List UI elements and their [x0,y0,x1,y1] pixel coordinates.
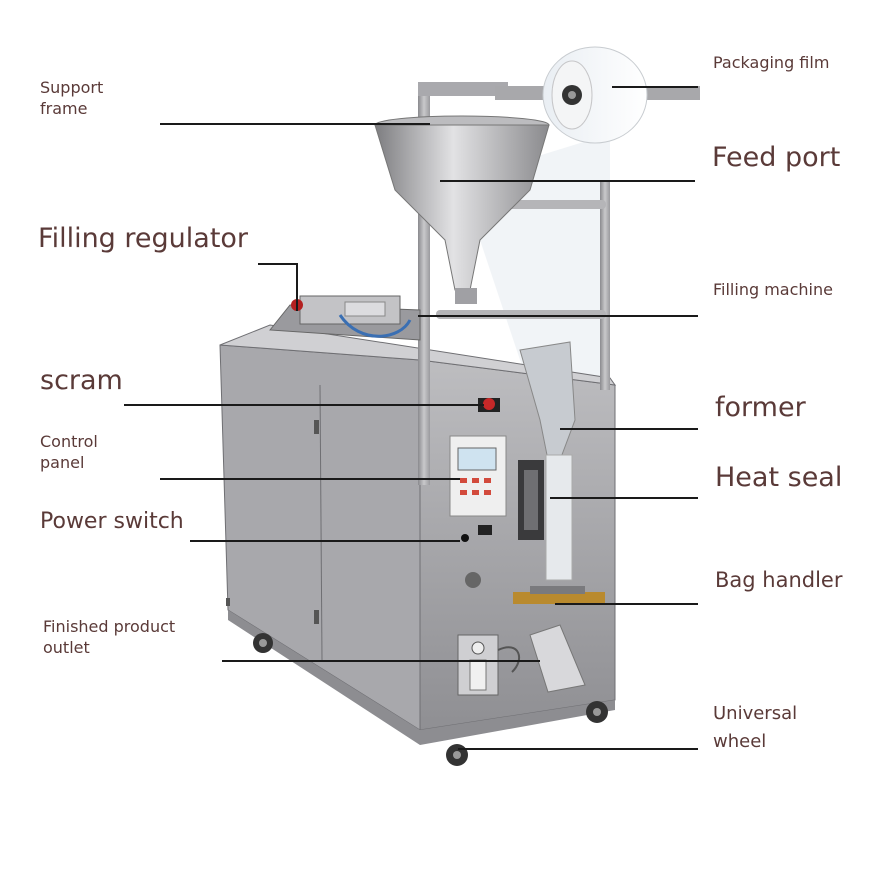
emergency-stop-button [478,398,500,412]
former [519,341,576,581]
label-heat-seal: Heat seal [715,462,843,493]
leader-line-filling-machine [418,315,698,317]
bag-handler [513,586,605,604]
label-control-panel-line-2: panel [40,452,85,472]
leader-line-finished-product-outlet [222,660,540,662]
wheels [253,633,608,766]
label-feed-port: Feed port [712,142,841,173]
leader-line-universal-wheel [458,748,698,750]
leader-line-bag-handler [555,603,698,605]
leader-line-filling-regulator-v [296,263,298,311]
label-support-frame: Support frame [40,78,103,120]
leader-line-former [560,428,698,430]
label-scram: scram [40,365,123,396]
leader-line-heat-seal [550,497,698,499]
label-control-panel-line-1: Control [40,432,98,451]
leader-line-feed-port [440,180,695,182]
label-finished-product-outlet: Finished product outlet [43,617,175,659]
control-panel [449,435,507,542]
label-power-switch: Power switch [40,509,184,534]
label-universal-wheel: Universal wheel [713,700,797,756]
heat-seal-unit [518,460,544,540]
packaging-film-roll [495,46,700,144]
outlet-chute [529,624,586,693]
label-universal-wheel-line-2: wheel [713,730,767,752]
label-filling-regulator: Filling regulator [38,223,249,254]
leader-line-power-switch [190,540,460,542]
hopper [374,115,550,304]
label-former: former [715,392,806,423]
label-finished-product-outlet-line-2: outlet [43,637,90,657]
leader-line-packaging-film [612,86,698,88]
label-filling-machine: Filling machine [713,280,833,299]
label-finished-product-outlet-line-1: Finished product [43,617,176,636]
label-support-frame-line-1: Support [40,78,104,97]
leader-line-control-panel [160,478,460,480]
label-control-panel: Control panel [40,432,98,474]
label-universal-wheel-line-1: Universal [713,703,798,724]
leader-line-support-frame [160,123,430,125]
label-support-frame-line-2: frame [40,98,88,118]
leader-line-filling-regulator-h [258,263,298,265]
label-packaging-film: Packaging film [713,53,830,72]
pneumatic-regulator [457,572,521,696]
filling-pump [269,295,421,341]
label-bag-handler: Bag handler [715,568,843,592]
leader-line-scram [124,404,484,406]
